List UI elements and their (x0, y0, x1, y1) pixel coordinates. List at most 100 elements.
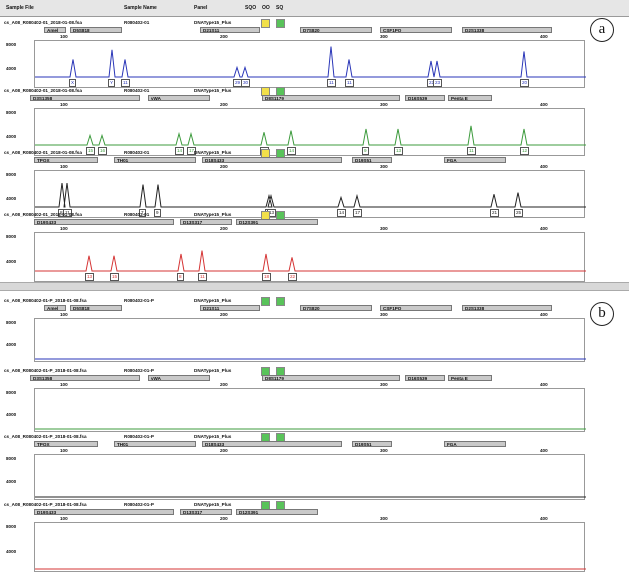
sample-file-name[interactable]: cs_A08_R080402-01_2018-01-08.fsa (4, 212, 82, 217)
marker-d21s11[interactable]: D21S11 (200, 305, 260, 311)
trace-plot[interactable] (34, 454, 586, 500)
allele-call-label[interactable]: 11 (121, 79, 130, 87)
marker-th01[interactable]: TH01 (114, 157, 196, 163)
allele-call-label[interactable]: 11 (198, 273, 207, 281)
marker-d13s317[interactable]: D13S317 (180, 219, 232, 225)
header-sample-file[interactable]: Sample File (6, 5, 34, 11)
marker-d3s1358[interactable]: D3S1358 (30, 375, 140, 381)
trace-plot[interactable] (34, 522, 586, 572)
allele-call-label[interactable]: 23 (433, 79, 443, 87)
allele-call-label[interactable]: 15 (110, 273, 120, 281)
allele-call-label[interactable]: 17 (187, 147, 197, 155)
allele-call-label[interactable]: 12 (520, 147, 530, 155)
marker-vwa[interactable]: vWA (148, 375, 210, 381)
marker-csf1po[interactable]: CSF1PO (380, 305, 452, 311)
marker-penta-e[interactable]: Penta E (448, 95, 492, 101)
allele-call-label[interactable]: 7 (139, 209, 146, 217)
sample-file-name[interactable]: cs_A08_R080402-01-P_2018-01-08.fsa (4, 368, 87, 373)
marker-d21s11[interactable]: D21S11 (200, 27, 260, 33)
sample-file-name[interactable]: cs_A08_R080402-01_2018-01-08.fsa (4, 150, 82, 155)
marker-tpox[interactable]: TPOX (34, 157, 98, 163)
marker-vwa[interactable]: vWA (148, 95, 210, 101)
allele-call-label[interactable]: 14 (337, 209, 347, 217)
sample-file-name[interactable]: cs_A08_R080402-01_2018-01-08.fsa (4, 20, 82, 25)
sample-file-name[interactable]: cs_A08_R080402-01-P_2018-01-08.fsa (4, 502, 87, 507)
allele-quality-pass-icon[interactable] (276, 297, 285, 306)
marker-penta-e[interactable]: Penta E (448, 375, 492, 381)
allele-call-label[interactable]: 14 (175, 147, 185, 155)
allele-call-label[interactable]: 16 (98, 147, 108, 155)
marker-d2s1338[interactable]: D2S1338 (462, 27, 552, 33)
allele-call-label[interactable]: 11 (63, 209, 72, 217)
marker-d8s1179[interactable]: D8S1179 (262, 95, 400, 101)
allele-call-label[interactable]: 11 (345, 79, 354, 87)
marker-csf1po[interactable]: CSF1PO (380, 27, 452, 33)
header-sq[interactable]: SQ (276, 5, 284, 11)
marker-d7s820[interactable]: D7S820 (300, 305, 372, 311)
allele-call-label[interactable]: 13 (394, 147, 404, 155)
allele-call-label[interactable]: 25 (514, 209, 524, 217)
marker-d19s51[interactable]: D19S51 (352, 157, 392, 163)
marker-d5s818[interactable]: D5S818 (70, 27, 122, 33)
allele-call-label[interactable]: 21 (490, 209, 500, 217)
allele-call-label[interactable]: 11 (467, 147, 476, 155)
allele-call-label[interactable]: 18 (262, 273, 272, 281)
trace-plot[interactable] (34, 388, 586, 432)
marker-d13s317[interactable]: D13S317 (180, 509, 232, 515)
marker-d19s433[interactable]: D19S433 (34, 509, 174, 515)
allele-quality-pass-icon[interactable] (276, 19, 285, 28)
trace-plot[interactable]: 13 15 8 11 18 22 (34, 232, 586, 282)
trace-plot[interactable]: 81179121314172125 (34, 170, 586, 218)
marker-d16s539[interactable]: D16S539 (405, 375, 445, 381)
marker-d18s433[interactable]: D18S433 (202, 441, 342, 447)
marker-d16s539[interactable]: D16S539 (405, 95, 445, 101)
allele-call-label[interactable]: 9 (154, 209, 161, 217)
marker-d19s51[interactable]: D19S51 (352, 441, 392, 447)
allele-call-label[interactable]: 30 (241, 79, 251, 87)
header-panel[interactable]: Panel (194, 5, 208, 11)
allele-call-label[interactable]: 13 (85, 273, 95, 281)
allele-call-label[interactable]: 20 (520, 79, 530, 87)
marker-d18s433[interactable]: D18S433 (202, 157, 342, 163)
sample-file-name[interactable]: cs_A08_R080402-01-P_2018-01-08.fsa (4, 298, 87, 303)
marker-d8s1179[interactable]: D8S1179 (262, 375, 400, 381)
allele-call-label[interactable]: X (69, 79, 77, 87)
marker-amel[interactable]: Amel (44, 27, 66, 33)
allele-call-label[interactable]: 14 (287, 147, 297, 155)
header-sample-name[interactable]: Sample Name (124, 5, 157, 11)
allele-call-label[interactable]: Y (108, 79, 116, 87)
allele-call-label[interactable]: 22 (288, 273, 298, 281)
allele-call-label[interactable]: 15 (86, 147, 96, 155)
marker-amel[interactable]: Amel (44, 305, 66, 311)
header-oo[interactable]: OO (262, 5, 270, 11)
marker-tpox[interactable]: TPOX (34, 441, 98, 447)
marker-d7s820[interactable]: D7S820 (300, 27, 372, 33)
trace-plot[interactable]: 1516141713149131112 (34, 108, 586, 156)
trace-plot[interactable] (34, 318, 586, 362)
marker-d12s391[interactable]: D12S391 (236, 509, 318, 515)
marker-d12s391[interactable]: D12S391 (236, 219, 318, 225)
marker-d3s1358[interactable]: D3S1358 (30, 95, 140, 101)
header-sqo[interactable]: SQO (245, 5, 257, 11)
allele-call-label[interactable]: 17 (353, 209, 363, 217)
allele-call-label[interactable]: 11 (327, 79, 336, 87)
sample-file-name[interactable]: cs_A08_R080402-01_2018-01-08.fsa (4, 88, 82, 93)
allele-call-label[interactable]: 9 (362, 147, 369, 155)
allele-call-label[interactable]: 8 (177, 273, 184, 281)
marker-d5s818[interactable]: D5S818 (70, 305, 122, 311)
sizing-quality-warning-icon[interactable] (261, 19, 270, 28)
marker-fga[interactable]: FGA (444, 157, 506, 163)
marker-th01[interactable]: TH01 (114, 441, 196, 447)
marker-d19s433[interactable]: D19S433 (34, 219, 174, 225)
marker-fga[interactable]: FGA (444, 441, 506, 447)
sample-file-name[interactable]: cs_A08_R080402-01-P_2018-01-08.fsa (4, 434, 87, 439)
